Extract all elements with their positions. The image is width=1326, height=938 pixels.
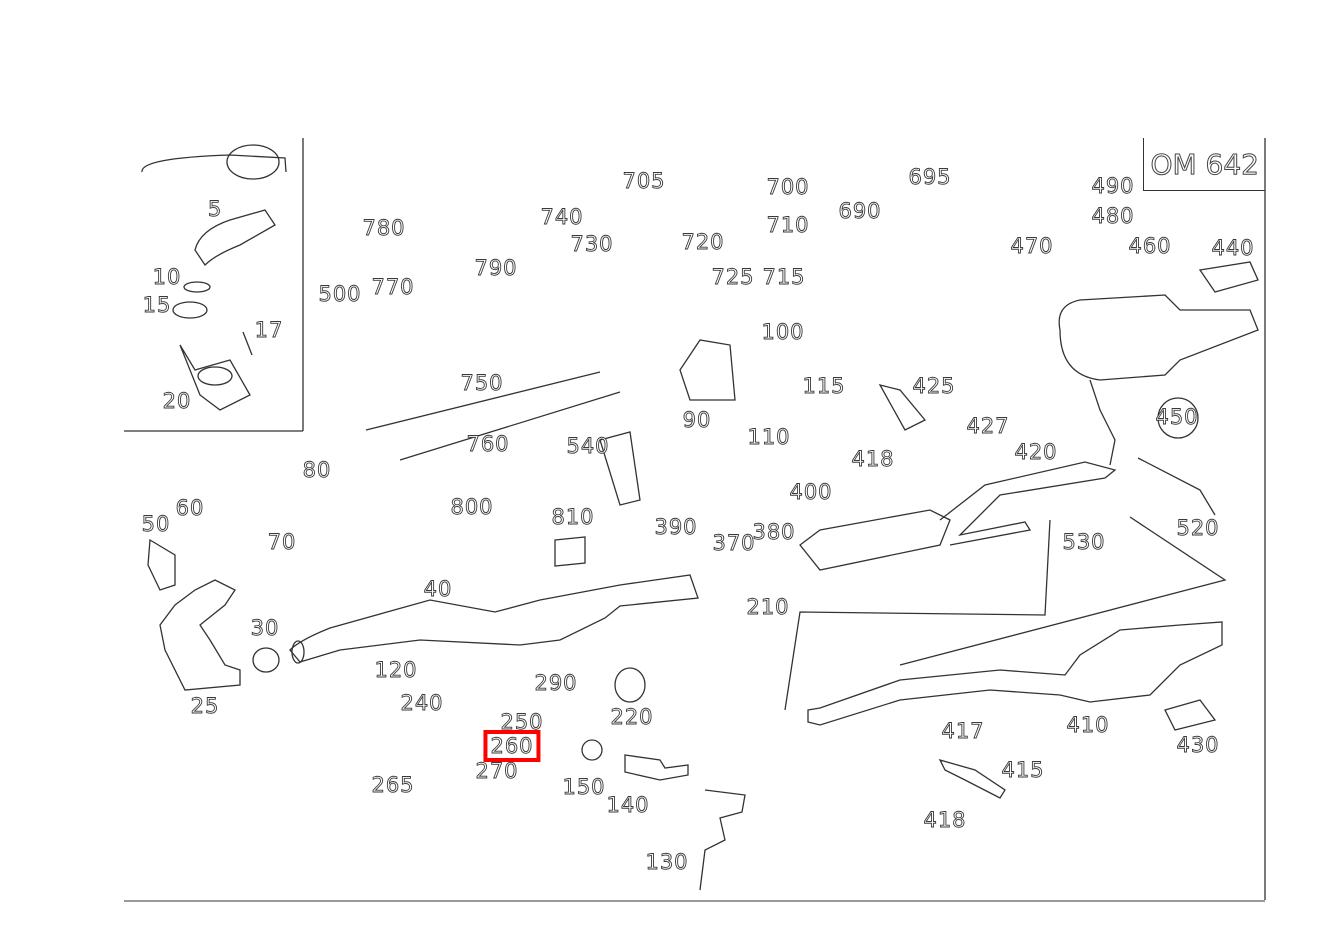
part-label-770[interactable]: 770 [371, 275, 415, 299]
part-label-25[interactable]: 25 [190, 694, 220, 718]
part-label-60[interactable]: 60 [175, 496, 205, 520]
part-label-240[interactable]: 240 [400, 691, 444, 715]
part-label-17[interactable]: 17 [254, 318, 284, 342]
inset-parts [141, 144, 287, 411]
part-label-480[interactable]: 480 [1091, 204, 1135, 228]
part-label-420[interactable]: 420 [1014, 440, 1058, 464]
part-label-750[interactable]: 750 [460, 371, 504, 395]
part-label-705[interactable]: 705 [622, 169, 666, 193]
part-label-415[interactable]: 415 [1001, 758, 1045, 782]
part-label-140[interactable]: 140 [606, 793, 650, 817]
part-label-695[interactable]: 695 [908, 165, 952, 189]
part-label-30[interactable]: 30 [250, 616, 280, 640]
frame-lines [124, 138, 1266, 902]
part-label-70[interactable]: 70 [267, 530, 297, 554]
part-label-220[interactable]: 220 [610, 705, 654, 729]
part-label-400[interactable]: 400 [789, 480, 833, 504]
part-label-270[interactable]: 270 [475, 759, 519, 783]
part-label-540[interactable]: 540 [566, 434, 610, 458]
part-label-250[interactable]: 250 [500, 710, 544, 734]
part-label-265[interactable]: 265 [371, 773, 415, 797]
part-label-740[interactable]: 740 [540, 205, 584, 229]
part-label-800[interactable]: 800 [450, 495, 494, 519]
part-label-440[interactable]: 440 [1211, 236, 1255, 260]
part-label-790[interactable]: 790 [474, 256, 518, 280]
engine-code: OM 642 [1150, 148, 1260, 182]
part-label-210[interactable]: 210 [746, 595, 790, 619]
part-label-490[interactable]: 490 [1091, 174, 1135, 198]
part-label-380[interactable]: 380 [752, 520, 796, 544]
part-label-130[interactable]: 130 [645, 850, 689, 874]
part-label-760[interactable]: 760 [466, 432, 510, 456]
part-label-150[interactable]: 150 [562, 775, 606, 799]
part-label-10[interactable]: 10 [152, 265, 182, 289]
part-label-15[interactable]: 15 [142, 293, 172, 317]
part-label-120[interactable]: 120 [374, 658, 418, 682]
part-label-100[interactable]: 100 [761, 320, 805, 344]
part-label-20[interactable]: 20 [162, 389, 192, 413]
part-label-690[interactable]: 690 [838, 199, 882, 223]
part-label-530[interactable]: 530 [1062, 530, 1106, 554]
part-label-780[interactable]: 780 [362, 216, 406, 240]
part-label-5[interactable]: 5 [207, 197, 223, 221]
part-label-418[interactable]: 418 [851, 447, 895, 471]
part-label-700[interactable]: 700 [766, 175, 810, 199]
part-label-520[interactable]: 520 [1176, 516, 1220, 540]
part-label-725[interactable]: 725 [711, 265, 755, 289]
part-label-710[interactable]: 710 [766, 213, 810, 237]
middle-parts [365, 261, 1259, 571]
part-label-370[interactable]: 370 [712, 531, 756, 555]
part-label-410[interactable]: 410 [1066, 713, 1110, 737]
engine-code-box: OM 642 [1143, 138, 1265, 191]
part-label-40[interactable]: 40 [423, 577, 453, 601]
part-label-50[interactable]: 50 [141, 512, 171, 536]
front-pipes [147, 538, 746, 891]
part-label-80[interactable]: 80 [302, 458, 332, 482]
part-label-450[interactable]: 450 [1155, 405, 1199, 429]
part-label-720[interactable]: 720 [681, 230, 725, 254]
part-label-715[interactable]: 715 [762, 265, 806, 289]
part-label-90[interactable]: 90 [682, 408, 712, 432]
part-label-115[interactable]: 115 [802, 374, 846, 398]
part-label-500[interactable]: 500 [318, 282, 362, 306]
rear-parts [784, 516, 1227, 799]
part-label-470[interactable]: 470 [1010, 234, 1054, 258]
part-label-260-highlighted[interactable]: 260 [483, 730, 541, 762]
part-label-417[interactable]: 417 [941, 719, 985, 743]
part-label-460[interactable]: 460 [1128, 234, 1172, 258]
part-label-390[interactable]: 390 [654, 515, 698, 539]
part-label-810[interactable]: 810 [551, 505, 595, 529]
part-label-290[interactable]: 290 [534, 671, 578, 695]
part-label-730[interactable]: 730 [570, 232, 614, 256]
part-label-430[interactable]: 430 [1176, 733, 1220, 757]
part-label-110[interactable]: 110 [747, 425, 791, 449]
part-label-427[interactable]: 427 [966, 414, 1010, 438]
part-label-425[interactable]: 425 [912, 374, 956, 398]
part-label-418[interactable]: 418 [923, 808, 967, 832]
